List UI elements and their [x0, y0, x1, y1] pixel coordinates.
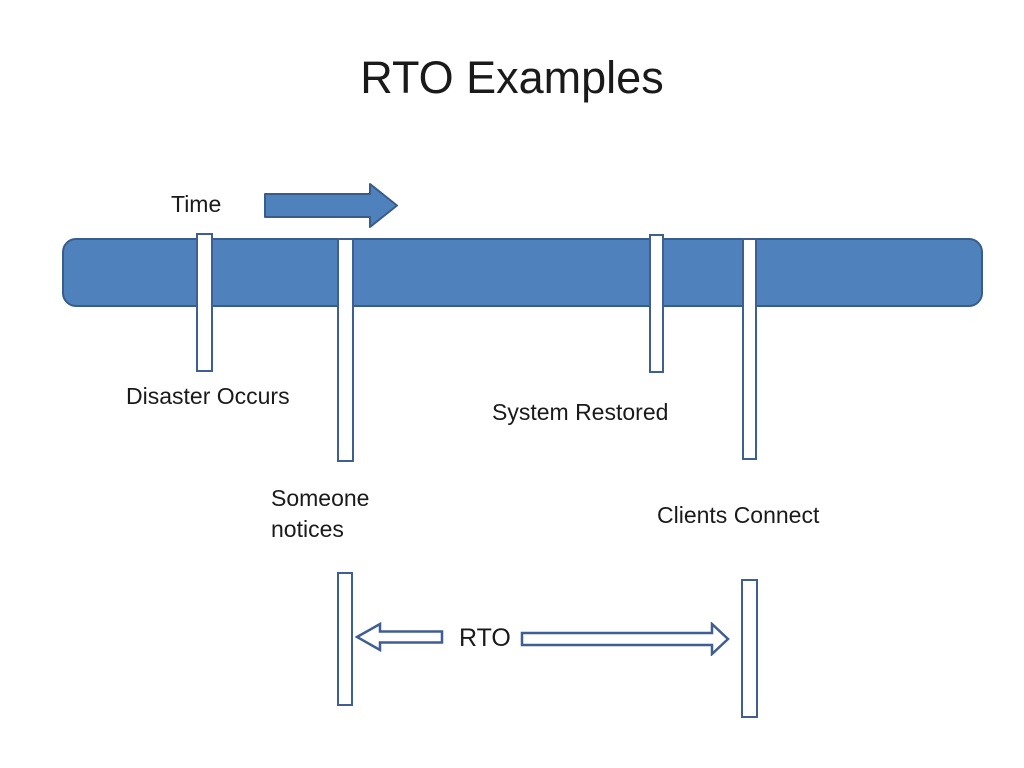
rto-left-arrow-icon [355, 622, 444, 652]
event-label-clients-connect: Clients Connect [657, 502, 820, 528]
rto-right-arrow-icon [520, 622, 730, 656]
event-label-someone-notices: Someone notices [271, 485, 370, 542]
event-tick-disaster-occurs [196, 233, 213, 372]
event-label-disaster-occurs: Disaster Occurs [126, 383, 290, 409]
rto-end-marker [741, 579, 758, 718]
timeline-bar [62, 238, 983, 307]
event-tick-clients-connect [742, 238, 757, 460]
event-tick-someone-notices [337, 238, 354, 462]
event-label-system-restored: System Restored [492, 399, 669, 425]
rto-label: RTO [459, 624, 511, 652]
slide-title: RTO Examples [360, 52, 664, 103]
time-axis-label: Time [171, 191, 222, 217]
rto-start-marker [337, 572, 353, 706]
event-tick-system-restored [649, 234, 664, 373]
time-direction-arrow-icon [264, 183, 398, 228]
